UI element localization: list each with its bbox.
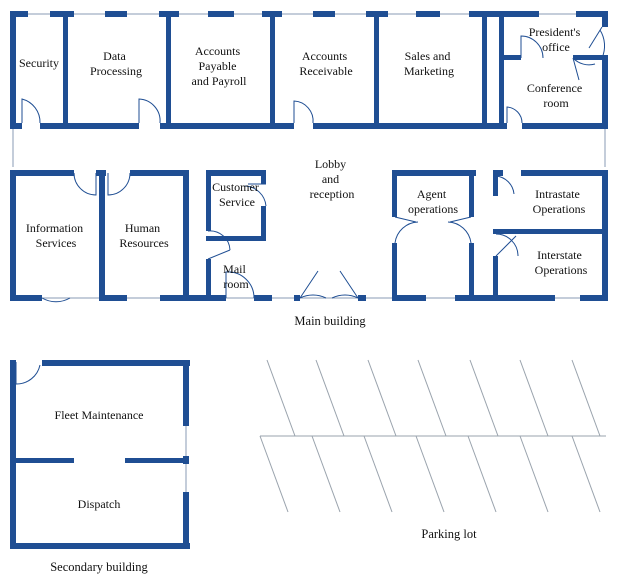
secondary-building-walls: [10, 360, 190, 549]
room-dispatch: Dispatch: [78, 497, 121, 511]
room-security: Security: [19, 56, 59, 70]
room-agent-operations: Agent operations: [408, 187, 458, 216]
room-data-processing: Data Processing: [90, 49, 142, 78]
main-building-doors: [21, 26, 606, 303]
room-labels: Security Data Processing Accounts Payabl…: [19, 25, 588, 511]
room-customer-service: Customer Service: [212, 180, 262, 209]
room-information-services: Information Services: [26, 221, 86, 250]
room-interstate-operations: Interstate Operations: [535, 248, 588, 277]
room-presidents-office: President's office: [529, 25, 584, 54]
captions: Main building Secondary building Parking…: [50, 314, 477, 574]
secondary-building-caption: Secondary building: [50, 560, 148, 574]
main-building-caption: Main building: [294, 314, 366, 328]
room-mail-room: Mail room: [223, 262, 249, 291]
room-lobby: Lobby and reception: [310, 157, 355, 201]
room-fleet-maintenance: Fleet Maintenance: [55, 408, 144, 422]
room-accounts-receivable: Accounts Receivable: [299, 49, 352, 78]
parking-lot-caption: Parking lot: [421, 527, 477, 541]
room-human-resources: Human Resources: [119, 221, 169, 250]
room-accounts-payable: Accounts Payable and Payroll: [192, 44, 248, 88]
room-sales-marketing: Sales and Marketing: [404, 49, 454, 78]
main-building-walls: [10, 11, 608, 301]
room-conference: Conference room: [527, 81, 585, 110]
room-intrastate-operations: Intrastate Operations: [533, 187, 586, 216]
parking-lot-lines: [259, 359, 606, 513]
